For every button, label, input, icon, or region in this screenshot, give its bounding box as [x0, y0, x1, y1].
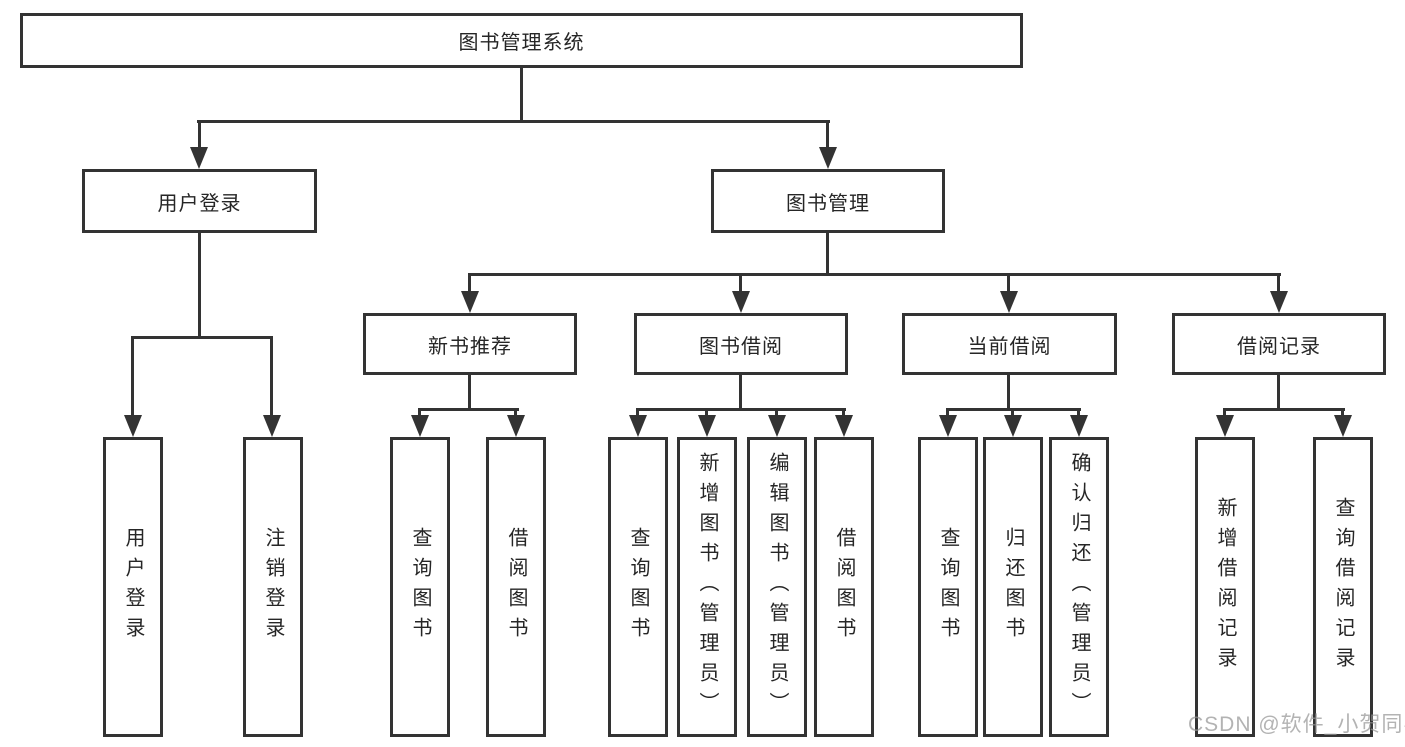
leaf-cb-search-books: 查询图书: [918, 437, 978, 737]
arrow-down-icon: [461, 291, 479, 313]
connector-line: [198, 120, 201, 150]
arrow-down-icon: [1270, 291, 1288, 313]
leaf-br-add-record: 新增借阅记录: [1195, 437, 1255, 737]
connector-line: [636, 408, 639, 418]
leaf-label: 查询图书: [627, 527, 649, 647]
connector-line: [946, 408, 949, 418]
connector-line: [514, 408, 517, 418]
leaf-label: 借阅图书: [833, 527, 855, 647]
leaf-logout-login: 注销登录: [243, 437, 303, 737]
leaf-label: 新增图书（管理员）: [696, 452, 718, 722]
node-label: 当前借阅: [967, 335, 1052, 358]
leaf-label: 编辑图书（管理员）: [766, 452, 788, 722]
leaf-label: 确认归还（管理员）: [1068, 452, 1090, 722]
connector-line: [131, 336, 273, 339]
connector-line: [468, 273, 471, 293]
leaf-label: 新增借阅记录: [1214, 497, 1236, 677]
connector-line: [826, 120, 829, 150]
connector-line: [739, 273, 742, 293]
node-label: 借阅记录: [1237, 335, 1321, 358]
connector-line: [1011, 408, 1014, 418]
arrow-down-icon: [732, 291, 750, 313]
node-borrowing-records: 借阅记录: [1172, 313, 1386, 375]
leaf-nb-search-books: 查询图书: [390, 437, 450, 737]
connector-line: [826, 233, 829, 276]
connector-line: [468, 273, 1281, 276]
arrow-down-icon: [698, 415, 716, 437]
node-label: 图书管理: [786, 192, 870, 215]
arrow-down-icon: [835, 415, 853, 437]
connector-line: [468, 375, 471, 411]
node-new-book-recommend: 新书推荐: [363, 313, 577, 375]
leaf-bb-add-books-admin: 新增图书（管理员）: [677, 437, 737, 737]
node-label: 新书推荐: [428, 335, 512, 358]
leaf-br-search-record: 查询借阅记录: [1313, 437, 1373, 737]
node-label: 用户登录: [157, 192, 242, 215]
node-label: 图书管理系统: [458, 32, 585, 54]
arrow-down-icon: [939, 415, 957, 437]
connector-line: [1223, 408, 1345, 411]
connector-line: [197, 120, 830, 123]
leaf-bb-search-books: 查询图书: [608, 437, 668, 737]
leaf-label: 注销登录: [262, 527, 284, 647]
connector-line: [775, 408, 778, 418]
leaf-cb-confirm-return-admin: 确认归还（管理员）: [1049, 437, 1109, 737]
node-book-borrowing: 图书借阅: [634, 313, 848, 375]
leaf-label: 用户登录: [122, 527, 144, 647]
arrow-down-icon: [263, 415, 281, 437]
connector-line: [520, 68, 523, 122]
leaf-cb-return-books: 归还图书: [983, 437, 1043, 737]
arrow-down-icon: [768, 415, 786, 437]
leaf-label: 查询借阅记录: [1332, 497, 1354, 677]
leaf-nb-borrow-books: 借阅图书: [486, 437, 546, 737]
connector-line: [636, 408, 846, 411]
arrow-down-icon: [1000, 291, 1018, 313]
leaf-user-login: 用户登录: [103, 437, 163, 737]
connector-line: [842, 408, 845, 418]
connector-line: [198, 233, 201, 336]
leaf-label: 查询图书: [937, 527, 959, 647]
arrow-down-icon: [190, 147, 208, 169]
connector-line: [1277, 273, 1280, 293]
connector-line: [1077, 408, 1080, 418]
node-label: 图书借阅: [699, 335, 783, 358]
leaf-label: 归还图书: [1002, 527, 1024, 647]
leaf-label: 借阅图书: [505, 527, 527, 647]
arrow-down-icon: [629, 415, 647, 437]
leaf-bb-edit-books-admin: 编辑图书（管理员）: [747, 437, 807, 737]
watermark: CSDN @软件_小贺同学: [1188, 713, 1405, 736]
connector-line: [131, 336, 134, 416]
node-current-borrowing: 当前借阅: [902, 313, 1117, 375]
connector-line: [418, 408, 519, 411]
arrow-down-icon: [507, 415, 525, 437]
connector-line: [1223, 408, 1226, 418]
connector-line: [418, 408, 421, 418]
arrow-down-icon: [819, 147, 837, 169]
node-book-management: 图书管理: [711, 169, 945, 233]
arrow-down-icon: [124, 415, 142, 437]
connector-line: [739, 375, 742, 411]
node-user-login: 用户登录: [82, 169, 317, 233]
arrow-down-icon: [411, 415, 429, 437]
arrow-down-icon: [1004, 415, 1022, 437]
arrow-down-icon: [1070, 415, 1088, 437]
connector-line: [1007, 273, 1010, 293]
connector-line: [270, 336, 273, 416]
leaf-bb-borrow-books: 借阅图书: [814, 437, 874, 737]
leaf-label: 查询图书: [409, 527, 431, 647]
node-library-management-system: 图书管理系统: [20, 13, 1023, 68]
connector-line: [1341, 408, 1344, 418]
arrow-down-icon: [1216, 415, 1234, 437]
arrow-down-icon: [1334, 415, 1352, 437]
connector-line: [1007, 375, 1010, 411]
connector-line: [1277, 375, 1280, 411]
connector-line: [705, 408, 708, 418]
